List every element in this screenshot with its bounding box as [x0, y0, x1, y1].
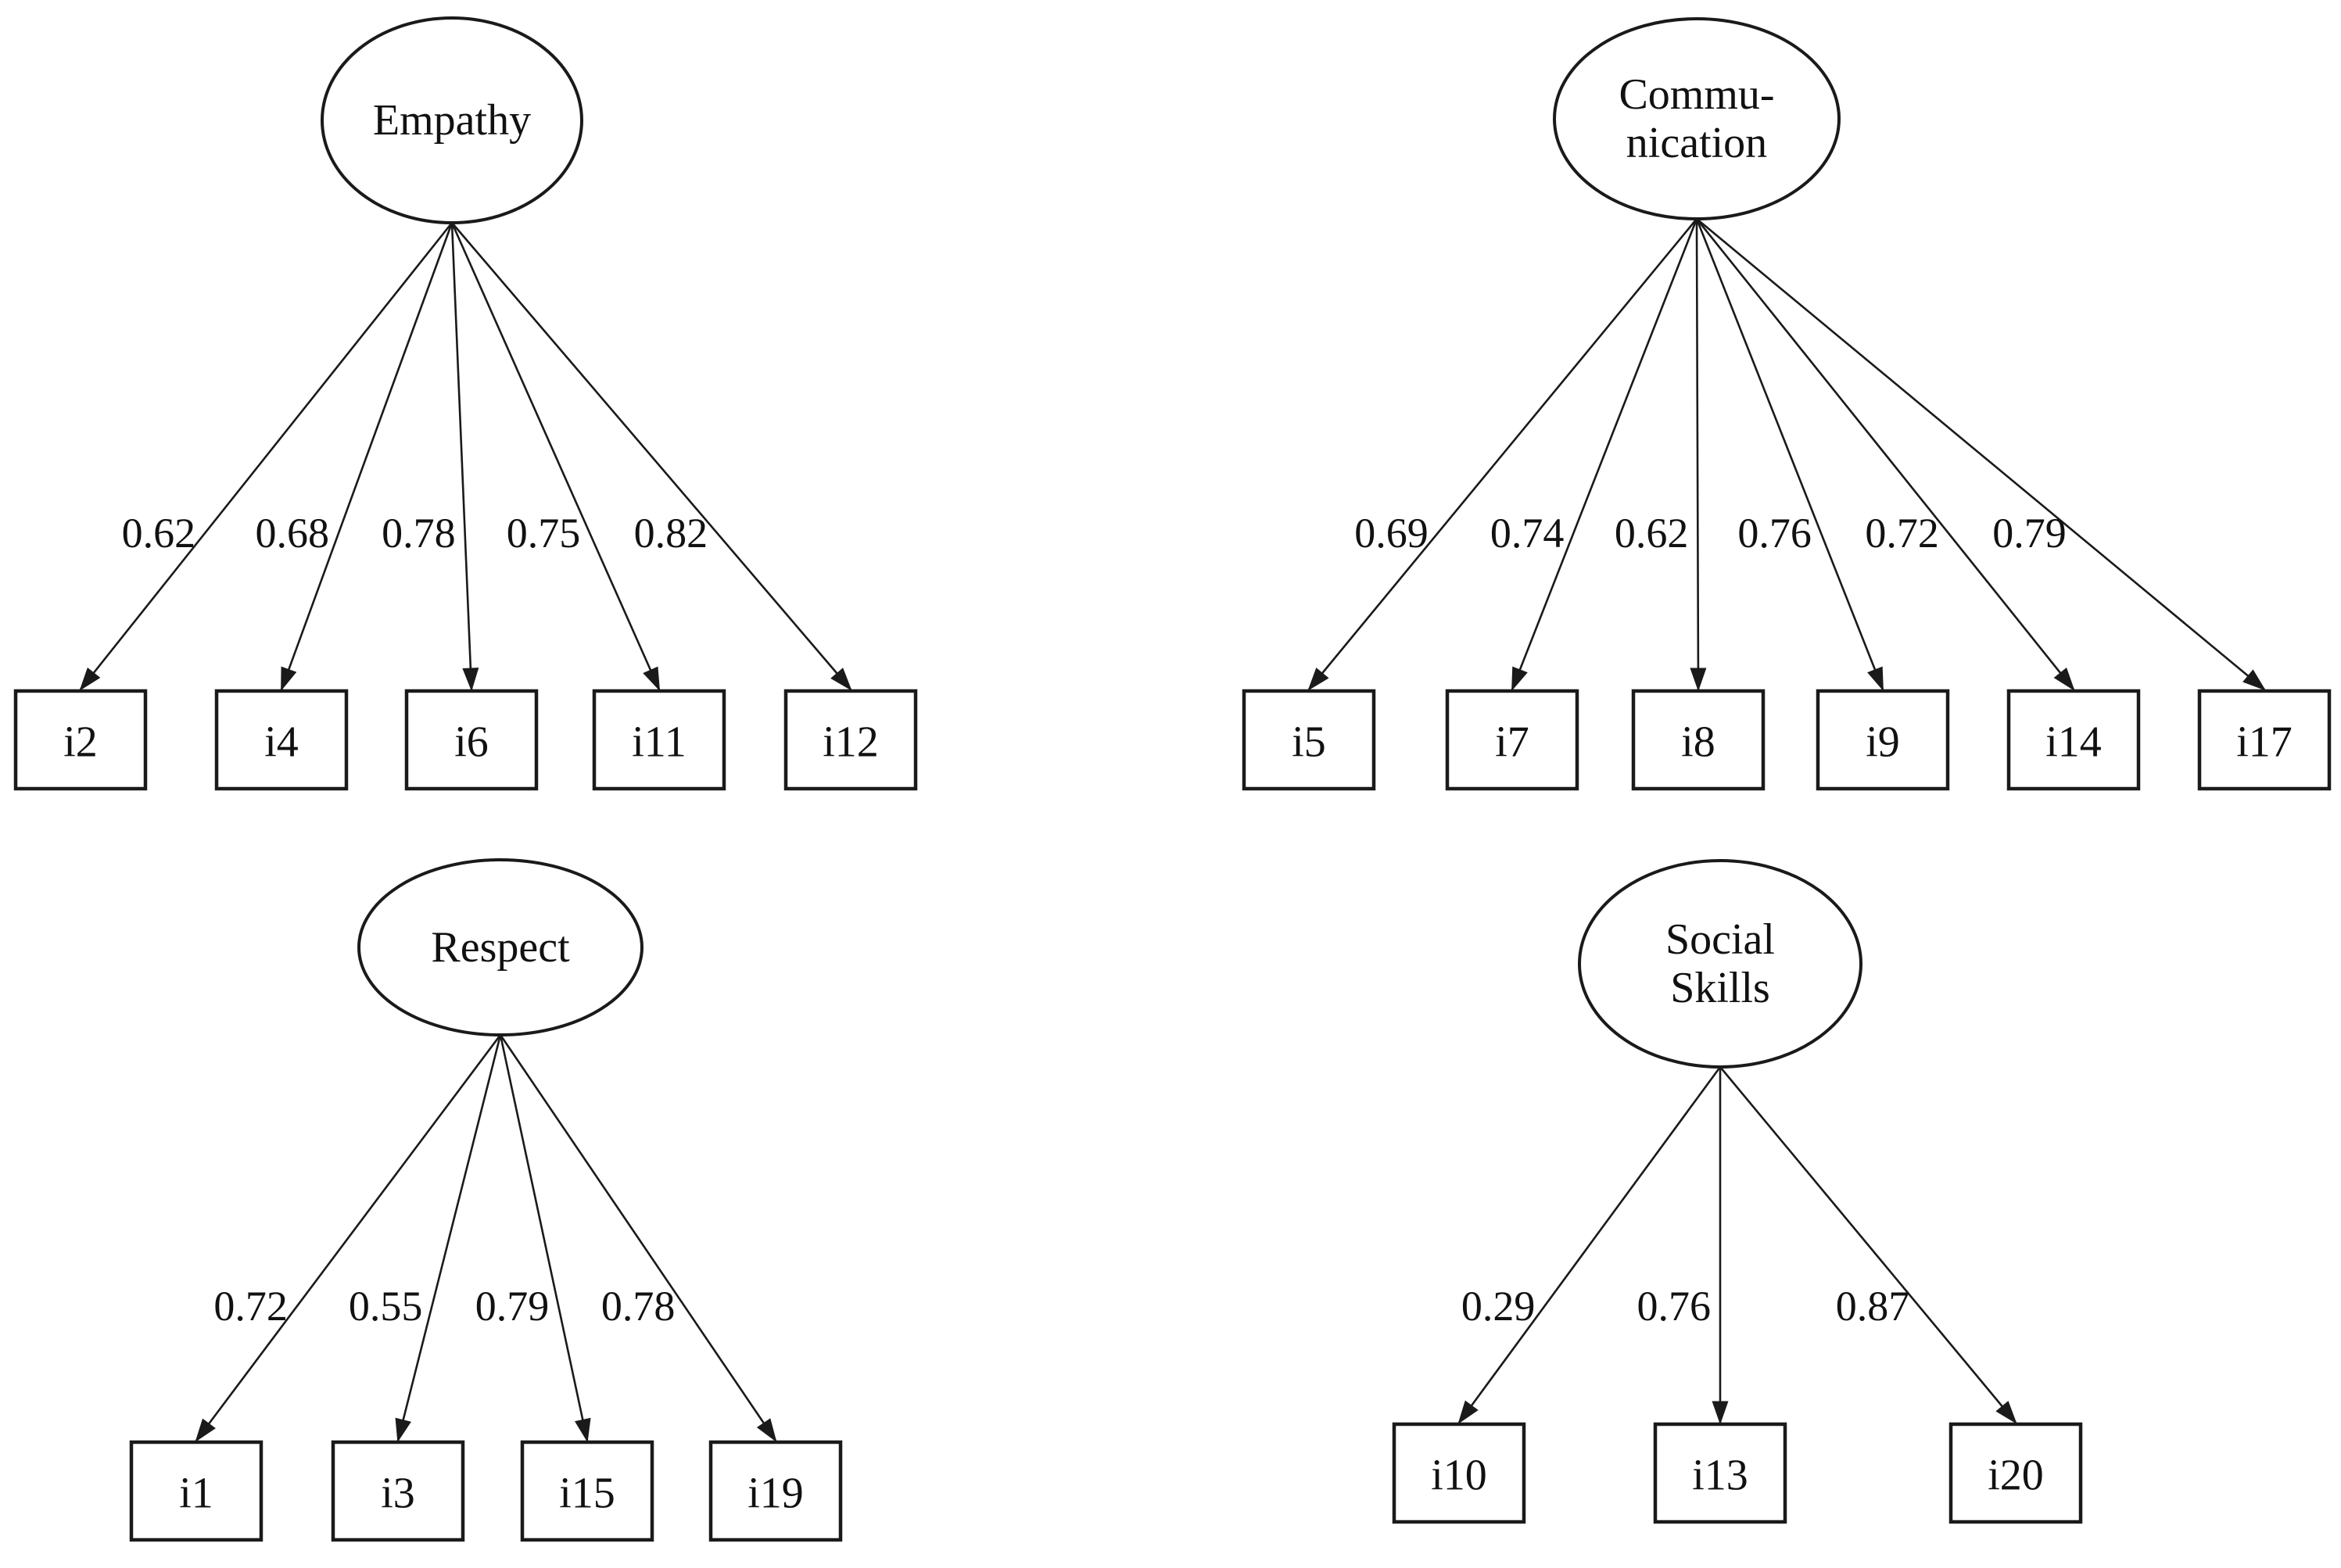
loading-arrow-i8 — [1690, 218, 1707, 692]
indicator-label-i3: i3 — [381, 1470, 415, 1518]
loading-value-i13: 0.76 — [1637, 1283, 1712, 1330]
indicator-label-i10: i10 — [1431, 1452, 1487, 1500]
indicator-label-i6: i6 — [454, 718, 489, 767]
indicator-label-i17: i17 — [2236, 718, 2293, 767]
loading-arrow-i5 — [1307, 218, 1698, 691]
loading-value-i6: 0.78 — [382, 510, 456, 557]
loading-value-i2: 0.62 — [122, 510, 196, 557]
factor-group-empathy: 0.62 i2 0.68 i4 0.78 i6 0.75 i11 0.82 i12 Empathy — [13, 16, 918, 791]
latent-label-social-skills-line-2: Skills — [1670, 964, 1770, 1012]
indicator-label-i14: i14 — [2045, 718, 2102, 767]
indicator-label-i12: i12 — [823, 718, 879, 767]
indicator-label-i13: i13 — [1692, 1452, 1748, 1500]
indicator-label-i4: i4 — [264, 718, 299, 767]
loading-arrow-i19 — [499, 1034, 777, 1443]
loading-arrow-i15 — [499, 1034, 591, 1443]
loading-value-i9: 0.76 — [1737, 510, 1812, 557]
loading-value-i10: 0.29 — [1461, 1283, 1536, 1330]
indicator-label-i19: i19 — [747, 1470, 804, 1518]
indicator-box-i11 — [592, 689, 726, 791]
indicator-box-i20 — [1948, 1422, 2083, 1524]
indicator-label-i2: i2 — [63, 718, 98, 767]
indicator-box-i6 — [404, 689, 539, 791]
latent-ellipse-empathy — [321, 16, 583, 224]
loading-value-i15: 0.79 — [475, 1283, 550, 1330]
loading-value-i8: 0.62 — [1615, 510, 1689, 557]
loading-arrow-i6 — [450, 222, 479, 692]
loading-value-i5: 0.69 — [1354, 510, 1429, 557]
loading-value-i12: 0.82 — [634, 510, 708, 557]
latent-ellipse-social-skills — [1578, 859, 1862, 1069]
indicator-label-i1: i1 — [179, 1470, 213, 1518]
indicator-label-i5: i5 — [1292, 718, 1326, 767]
loading-arrow-i7 — [1511, 218, 1698, 692]
indicator-box-i8 — [1631, 689, 1766, 791]
loading-value-i17: 0.79 — [1992, 510, 2067, 557]
loading-arrow-i3 — [395, 1034, 502, 1443]
factor-group-communication: 0.69 i5 0.74 i7 0.62 i8 0.76 i9 0.72 i14 0.79 i17 Co… — [1242, 17, 2332, 791]
latent-label-respect-line-1: Respect — [431, 923, 570, 972]
latent-label-communication-line-2: nication — [1626, 119, 1767, 167]
loading-arrow-i11 — [450, 222, 661, 692]
indicator-label-i9: i9 — [1866, 718, 1900, 767]
loading-value-i1: 0.72 — [213, 1283, 288, 1330]
latent-ellipse-communication — [1553, 17, 1841, 220]
loading-arrow-i1 — [195, 1034, 502, 1443]
loading-value-i14: 0.72 — [1865, 510, 1939, 557]
loading-arrow-i2 — [79, 222, 454, 691]
indicator-box-i9 — [1816, 689, 1950, 791]
indicator-label-i15: i15 — [559, 1470, 615, 1518]
indicator-box-i3 — [331, 1440, 465, 1542]
indicator-box-i5 — [1242, 689, 1376, 791]
indicator-box-i14 — [2006, 689, 2141, 791]
indicator-box-i4 — [214, 689, 349, 791]
loading-value-i19: 0.78 — [601, 1283, 676, 1330]
loading-arrow-i4 — [280, 222, 454, 692]
indicator-label-i20: i20 — [1988, 1452, 2044, 1500]
loading-value-i3: 0.55 — [349, 1283, 423, 1330]
indicator-label-i11: i11 — [632, 718, 686, 767]
latent-label-empathy-line-1: Empathy — [373, 96, 531, 145]
indicator-box-i15 — [520, 1440, 654, 1542]
indicator-box-i19 — [708, 1440, 843, 1542]
loading-value-i7: 0.74 — [1490, 510, 1565, 557]
loading-value-i11: 0.75 — [507, 510, 581, 557]
loading-arrow-i10 — [1457, 1066, 1722, 1425]
loading-arrow-i17 — [1696, 217, 2266, 691]
loading-arrow-i14 — [1695, 218, 2075, 691]
loading-value-i4: 0.68 — [256, 510, 330, 557]
latent-ellipse-respect — [357, 858, 644, 1036]
loading-arrow-i9 — [1695, 218, 1884, 692]
latent-label-social-skills-line-1: Social — [1665, 915, 1775, 964]
indicator-box-i1 — [129, 1440, 263, 1542]
latent-label-communication-line-1: Commu- — [1619, 70, 1774, 119]
indicator-box-i12 — [783, 689, 918, 791]
indicator-label-i7: i7 — [1495, 718, 1529, 767]
indicator-box-i10 — [1392, 1422, 1526, 1524]
indicator-box-i13 — [1653, 1422, 1787, 1524]
indicator-box-i17 — [2197, 689, 2332, 791]
indicator-label-i8: i8 — [1681, 718, 1715, 767]
loading-arrow-i12 — [451, 222, 852, 691]
indicator-box-i7 — [1445, 689, 1579, 791]
loading-arrow-i20 — [1719, 1066, 2017, 1424]
indicator-box-i2 — [13, 689, 148, 791]
factor-group-respect: 0.72 i1 0.55 i3 0.79 i15 0.78 i19 Respect — [129, 858, 843, 1542]
loading-value-i20: 0.87 — [1836, 1283, 1910, 1330]
